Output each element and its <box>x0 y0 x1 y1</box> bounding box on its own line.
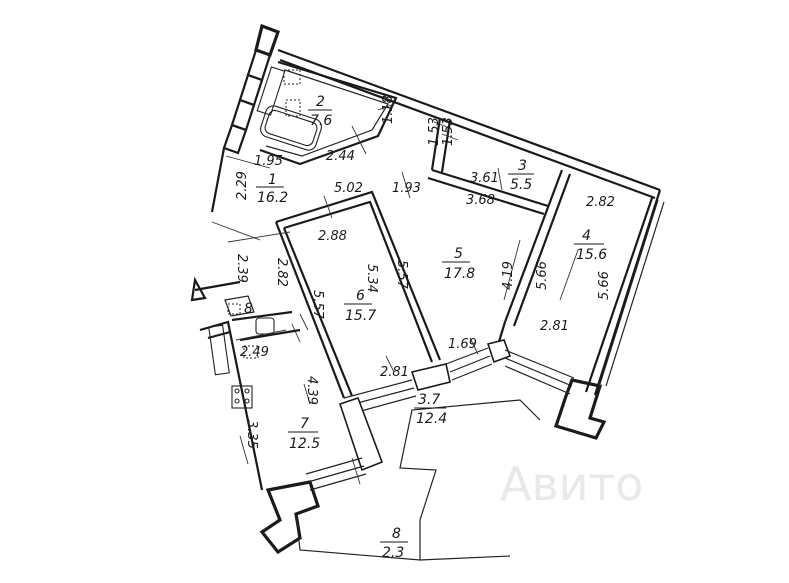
room-label-8: 8 2.3 <box>380 526 408 561</box>
room-area: 16.2 <box>257 190 288 206</box>
dim-2-39: 2.39 <box>234 254 249 283</box>
dim-4-39: 4.39 <box>304 376 319 405</box>
dim-3-35: 3.35 <box>244 420 259 449</box>
room-area: 5.5 <box>510 177 532 193</box>
dim-2-44: 2.44 <box>326 149 355 164</box>
fixtures <box>208 66 322 409</box>
dim-3-68: 3.68 <box>466 193 495 208</box>
storage-appliance-icon <box>227 303 241 315</box>
dim-5-02: 5.02 <box>334 181 363 196</box>
kitchen-counter-icon <box>208 324 230 376</box>
room-number: 4 <box>582 228 591 244</box>
watermark: Авито <box>500 457 643 511</box>
room-label-6: 6 15.7 <box>344 288 376 324</box>
dim-1-69: 1.69 <box>448 337 477 352</box>
sink-icon <box>283 69 301 85</box>
room-area: 15.7 <box>345 308 376 324</box>
room-label-7: 7 12.5 <box>288 416 320 452</box>
room-label-4: 4 15.6 <box>574 228 607 263</box>
storage-label: 8 <box>244 301 253 317</box>
kitchen-sink-icon <box>255 317 275 335</box>
room-area: 2.3 <box>382 545 404 561</box>
room-area: 7.6 <box>310 113 332 129</box>
dim-5-57-b: 5.57 <box>394 260 409 290</box>
room-area: 12.5 <box>289 436 320 452</box>
dim-5-66-a: 5.66 <box>535 261 550 290</box>
dim-1-18: 1.18 <box>381 95 396 124</box>
dim-1-53-a: 1.53 <box>427 117 442 146</box>
dim-4-19: 4.19 <box>501 261 516 290</box>
outer-walls <box>190 23 662 561</box>
room-number: 8 <box>392 526 401 542</box>
room-number: 3 <box>518 158 527 174</box>
room-number: 6 <box>356 288 365 304</box>
dim-2-88: 2.88 <box>318 229 347 244</box>
room-area: 17.8 <box>444 266 475 282</box>
dimension-lines <box>211 103 579 485</box>
room-label-5: 5 17.8 <box>442 246 475 282</box>
dim-5-57-a: 5.57 <box>310 290 325 320</box>
stove-icon <box>231 385 253 409</box>
dim-3-61: 3.61 <box>470 171 499 186</box>
dim-2-82-top: 2.82 <box>586 195 615 210</box>
room-number: 3.7 <box>418 392 440 408</box>
dishwasher-icon <box>243 345 259 359</box>
toilet-icon <box>285 99 301 117</box>
dim-1-53-b: 1.53 <box>441 117 456 146</box>
room-number: 1 <box>268 172 277 188</box>
dimension-texts: 1.18 1.53 1.53 1.95 2.44 2.29 5.02 1.93 … <box>234 95 615 449</box>
dim-1-95: 1.95 <box>254 154 283 169</box>
dim-2-81-right: 2.81 <box>540 319 569 334</box>
room-number: 7 <box>300 416 309 432</box>
room-label-2: 2 7.6 <box>308 94 332 129</box>
dim-5-66-b: 5.66 <box>597 271 612 300</box>
dim-2-82-left: 2.82 <box>274 258 289 287</box>
room-area: 15.6 <box>576 247 607 263</box>
room-number: 5 <box>454 246 463 262</box>
room-label-3: 3 5.5 <box>508 158 534 193</box>
dim-2-29: 2.29 <box>235 171 250 200</box>
windows <box>305 199 665 491</box>
room-label-3-7: 3.7 12.4 <box>414 392 447 427</box>
dim-5-34: 5.34 <box>364 264 379 293</box>
interior-walls <box>224 60 572 399</box>
dim-2-49: 2.49 <box>240 345 269 360</box>
room-area: 12.4 <box>416 411 447 427</box>
room-label-1: 1 16.2 <box>256 172 288 206</box>
dim-1-93: 1.93 <box>392 181 421 196</box>
room-number: 2 <box>316 94 325 110</box>
dim-2-81-mid: 2.81 <box>380 365 409 380</box>
bathtub-icon <box>260 105 322 151</box>
